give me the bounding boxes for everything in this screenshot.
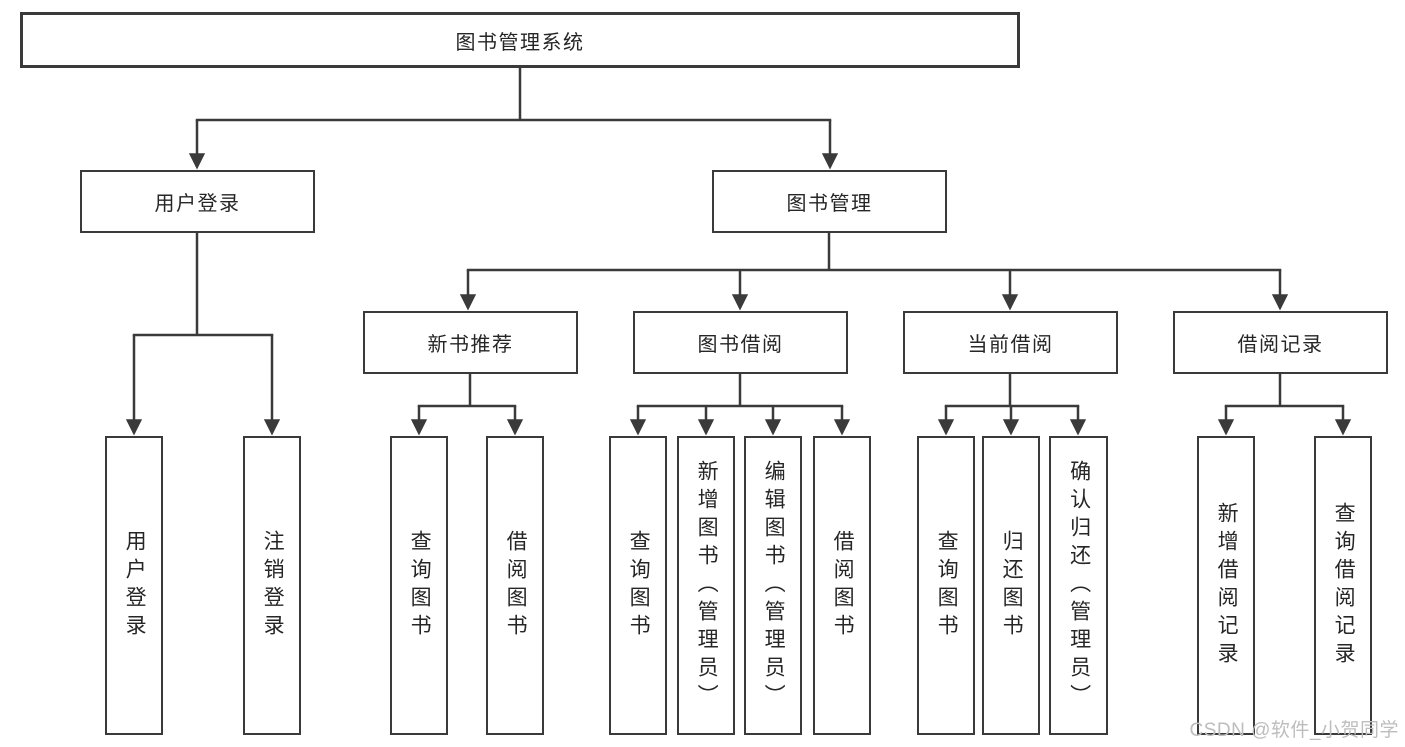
leaf-edit-books-admin: 编辑图书（管理员） — [744, 436, 802, 735]
leaf-add-borrow-record: 新增借阅记录 — [1197, 436, 1255, 735]
leaf-query-borrow-record: 查询借阅记录 — [1314, 436, 1372, 735]
leaf-query-books: 查询图书 — [390, 436, 448, 735]
node-label: 图书管理系统 — [455, 31, 585, 54]
leaf-add-books-admin: 新增图书（管理员） — [677, 436, 735, 735]
node-label: 用户登录 — [123, 529, 147, 642]
leaf-query-books: 查询图书 — [917, 436, 975, 735]
node-label: 借阅图书 — [504, 529, 528, 642]
node-label: 查询图书 — [408, 529, 432, 642]
node-label: 图书借阅 — [697, 334, 784, 356]
leaf-return-books: 归还图书 — [982, 436, 1040, 735]
leaf-borrow-books: 借阅图书 — [486, 436, 544, 735]
node-label: 当前借阅 — [967, 334, 1054, 356]
node-book-management: 图书管理 — [712, 170, 947, 233]
node-label: 归还图书 — [1000, 529, 1024, 642]
leaf-logout: 注销登录 — [243, 436, 301, 735]
node-label: 编辑图书（管理员） — [762, 459, 786, 712]
tree-branches — [125, 66, 1352, 436]
node-label: 查询借阅记录 — [1332, 501, 1356, 670]
leaf-query-books: 查询图书 — [609, 436, 667, 735]
node-root-library-system: 图书管理系统 — [20, 12, 1020, 68]
node-book-borrow: 图书借阅 — [633, 311, 848, 374]
csdn-watermark: CSDN @软件_小贺同学 — [1189, 720, 1399, 741]
node-label: 新书推荐 — [427, 334, 514, 356]
node-label: 借阅图书 — [831, 529, 855, 642]
node-label: 查询图书 — [935, 529, 959, 642]
node-label: 用户登录 — [154, 193, 241, 215]
node-new-book-recommend: 新书推荐 — [363, 311, 578, 374]
node-label: 确认归还（管理员） — [1067, 459, 1091, 712]
node-current-borrow: 当前借阅 — [903, 311, 1118, 374]
node-label: 新增借阅记录 — [1215, 501, 1239, 670]
node-label: 注销登录 — [261, 529, 285, 642]
node-label: 查询图书 — [627, 529, 651, 642]
leaf-confirm-return-admin: 确认归还（管理员） — [1049, 436, 1108, 735]
node-label: 新增图书（管理员） — [695, 459, 719, 712]
node-label: 图书管理 — [786, 193, 873, 215]
leaf-borrow-books: 借阅图书 — [813, 436, 871, 735]
node-borrow-records: 借阅记录 — [1173, 311, 1388, 374]
node-user-login: 用户登录 — [80, 170, 315, 233]
node-label: 借阅记录 — [1237, 334, 1324, 356]
leaf-user-login: 用户登录 — [105, 436, 163, 735]
